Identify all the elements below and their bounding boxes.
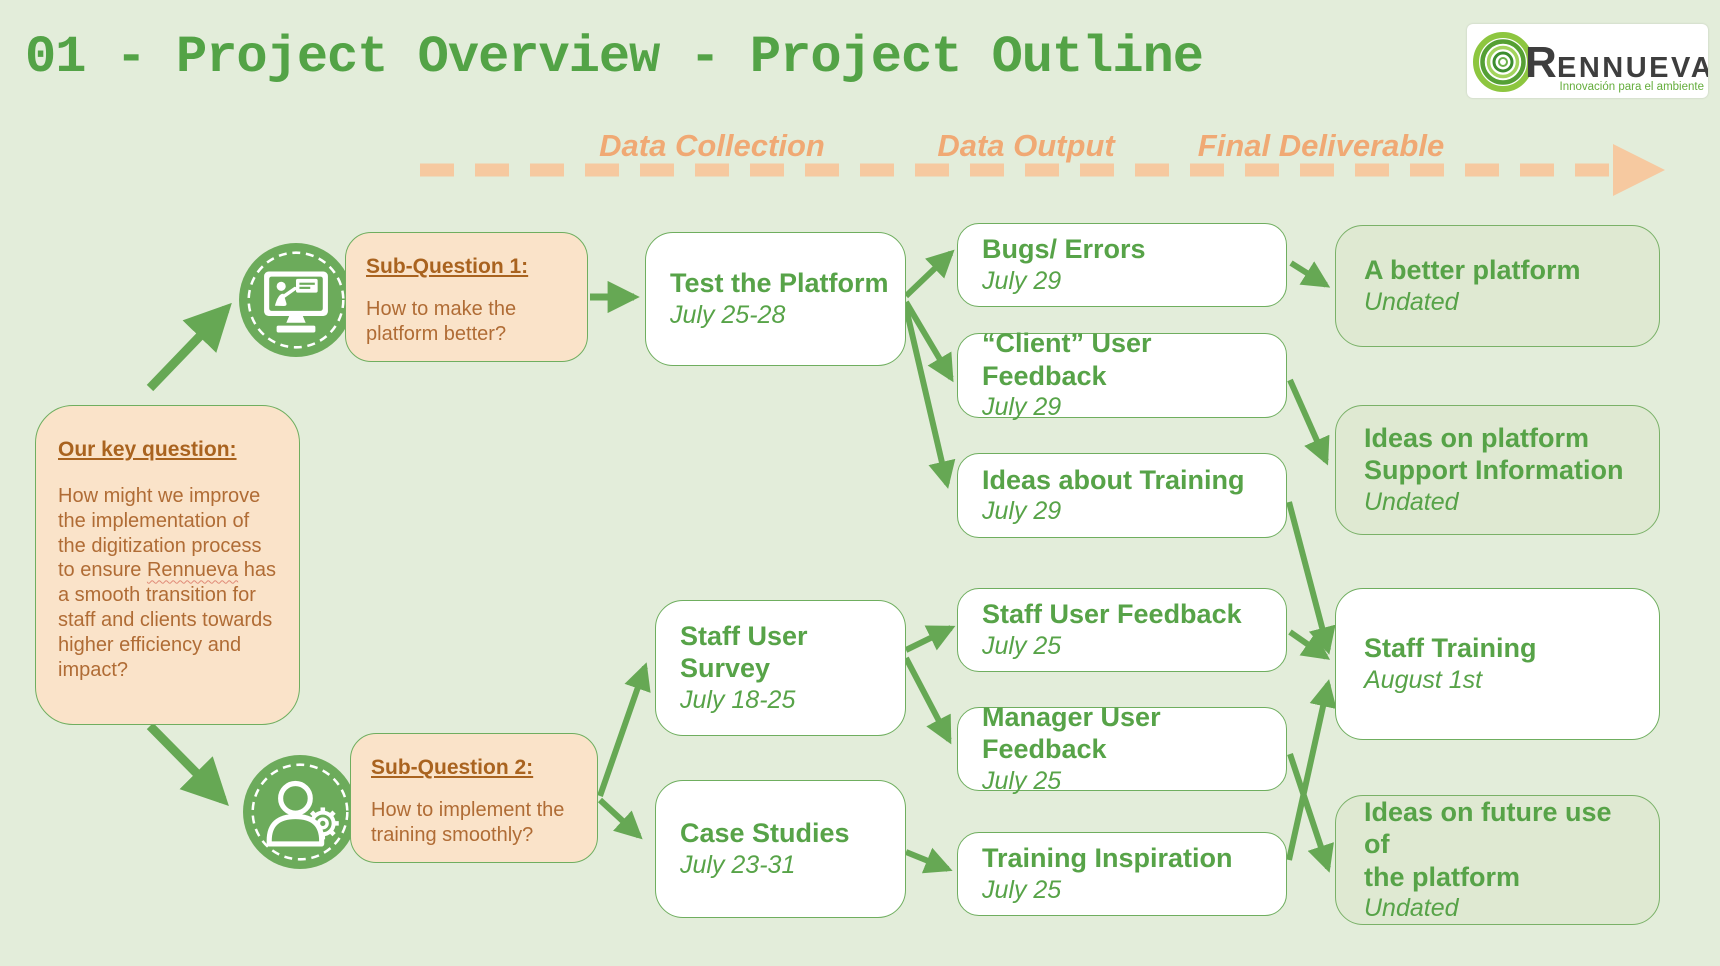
arrow-test-to-ideas <box>903 307 956 489</box>
sub-question-1-heading: Sub-Question 1: <box>366 255 529 278</box>
arrow-bugs-to-better-platform <box>1289 260 1331 288</box>
node-title: Bugs/ Errors <box>982 234 1146 265</box>
node-staff-user-feedback: Staff User Feedback July 25 <box>957 588 1287 672</box>
node-date: July 18-25 <box>680 685 796 714</box>
node-date: July 25 <box>982 631 1062 660</box>
node-title: Ideas on platform Support Information <box>1364 422 1624 486</box>
timeline-label-data-collection: Data Collection <box>599 128 825 163</box>
key-question-brand-word: Rennueva <box>146 559 239 582</box>
sub-question-2-box: Sub-Question 2: How to implement the tra… <box>350 733 598 863</box>
node-ideas-about-training: Ideas about Training July 29 <box>957 453 1287 538</box>
user-gear-icon <box>243 755 357 869</box>
node-title: Ideas on future use of the platform <box>1364 796 1612 892</box>
arrow-subq2-to-survey <box>597 662 651 797</box>
arrow-test-to-bugs <box>903 249 955 299</box>
node-staff-training: Staff Training August 1st <box>1335 588 1660 740</box>
logo-brand-initial: R <box>1525 38 1557 87</box>
arrow-survey-to-staff-fb <box>904 625 956 653</box>
node-date: August 1st <box>1364 665 1483 694</box>
node-date: July 29 <box>982 497 1062 526</box>
rennueva-logo: R ENNUEVA Innovación para el ambiente <box>1467 24 1712 98</box>
node-title: Training Inspiration <box>982 843 1233 874</box>
node-title: Staff Training <box>1364 633 1537 664</box>
node-title: Ideas about Training <box>982 464 1245 495</box>
arrow-staff-fb-to-staff-training <box>1288 629 1331 660</box>
node-title: A better platform <box>1364 255 1581 286</box>
node-training-inspiration: Training Inspiration July 25 <box>957 832 1287 916</box>
key-question-body-post: has a smooth transition for staff and cl… <box>58 559 276 681</box>
presentation-icon <box>239 243 353 357</box>
node-date: July 25-28 <box>670 300 786 329</box>
arrow-case-to-inspiration <box>904 847 953 874</box>
node-date: July 29 <box>982 266 1062 295</box>
timeline-label-data-output: Data Output <box>937 128 1115 163</box>
node-test-the-platform: Test the Platform July 25-28 <box>645 232 906 366</box>
key-question-body: How might we improve the implementation … <box>58 484 281 682</box>
node-ideas-future-use-platform: Ideas on future use of the platform Unda… <box>1335 795 1660 925</box>
arrow-keyq-to-subq1 <box>146 302 232 392</box>
node-title: Case Studies <box>680 818 850 849</box>
arrow-keyq-to-subq2 <box>146 722 229 806</box>
node-manager-user-feedback: Manager User Feedback July 25 <box>957 702 1287 795</box>
node-date: Undated <box>1364 893 1459 922</box>
node-date: July 23-31 <box>680 850 796 879</box>
timeline-label-final-deliverable: Final Deliverable <box>1197 128 1445 163</box>
node-title: Manager User Feedback <box>982 701 1161 765</box>
arrow-manager-fb-to-future-use <box>1287 753 1334 873</box>
sub-question-2-body: How to implement the training smoothly? <box>371 799 565 846</box>
arrow-test-to-client <box>903 300 954 383</box>
sub-question-1-box: Sub-Question 1: How to make the platform… <box>345 232 588 362</box>
page-title: 01 - Project Overview - Project Outline <box>25 28 1204 87</box>
node-date: Undated <box>1364 487 1459 516</box>
arrow-client-to-support-info <box>1287 378 1330 466</box>
node-date: July 29 <box>982 393 1062 422</box>
node-date: July 25 <box>982 766 1062 795</box>
arrow-subq2-to-case <box>597 797 643 840</box>
sub-question-2-heading: Sub-Question 2: <box>371 756 534 779</box>
node-bugs-errors: Bugs/ Errors July 29 <box>957 223 1287 307</box>
key-question-box: Our key question: How might we improve t… <box>35 405 300 725</box>
node-client-user-feedback: “Client” User Feedback July 29 <box>957 328 1287 421</box>
node-ideas-platform-support-information: Ideas on platform Support Information Un… <box>1335 405 1660 535</box>
node-date: July 25 <box>982 875 1062 904</box>
arrow-inspiration-to-staff-training <box>1286 679 1337 861</box>
node-case-studies: Case Studies July 23-31 <box>655 780 906 918</box>
key-question-body-pre: How might we improve the implementation … <box>58 485 262 582</box>
node-staff-user-survey: Staff User Survey July 18-25 <box>655 600 906 736</box>
arrow-survey-to-manager-fb <box>903 656 952 745</box>
rennueva-logo-graphic: R ENNUEVA Innovación para el ambiente <box>1473 32 1712 93</box>
logo-swirl-icon <box>1473 32 1533 92</box>
node-a-better-platform: A better platform Undated <box>1335 225 1660 347</box>
node-title: Staff User Feedback <box>982 599 1242 630</box>
node-title: Staff User Survey <box>680 620 808 684</box>
logo-brand-rest: ENNUEVA <box>1557 52 1708 84</box>
node-title: “Client” User Feedback <box>982 328 1152 391</box>
sub-question-1-body: How to make the platform better? <box>366 298 517 345</box>
node-title: Test the Platform <box>670 268 889 299</box>
key-question-heading: Our key question: <box>58 438 237 461</box>
arrow-ideas-to-staff-training <box>1286 501 1336 655</box>
logo-tagline: Innovación para el ambiente <box>1560 81 1705 93</box>
node-date: Undated <box>1364 287 1459 316</box>
